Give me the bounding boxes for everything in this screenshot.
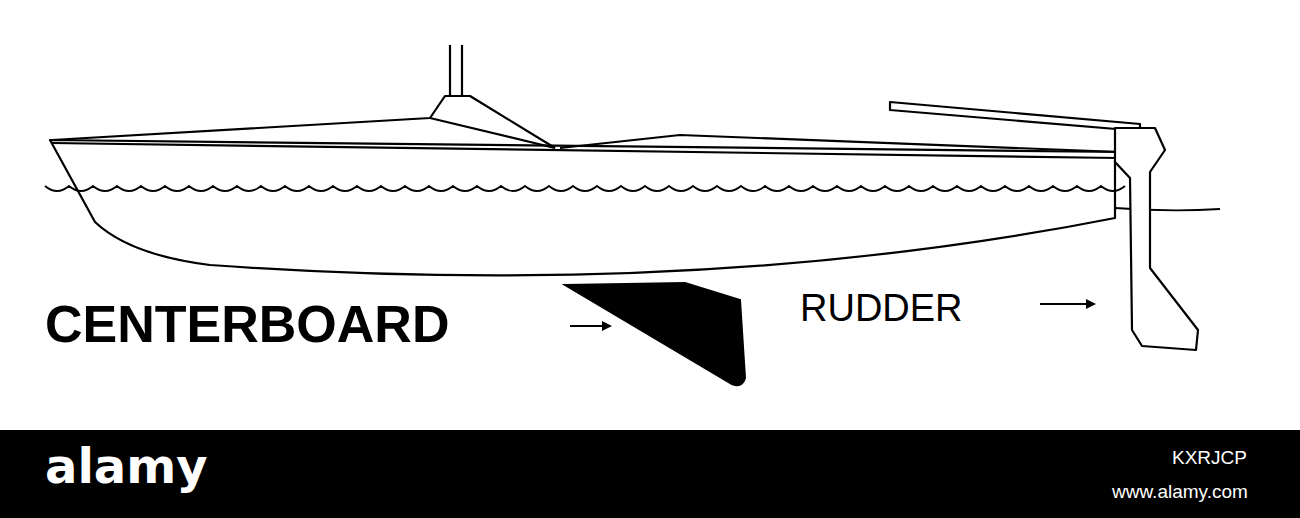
- part-label: RUDDER: [800, 289, 963, 327]
- waterline: [45, 186, 1125, 191]
- hull: [50, 45, 1125, 275]
- part-label: CENTERBOARD: [45, 298, 449, 350]
- watermark-id: KXRJCP: [1172, 448, 1247, 467]
- footer-band: [0, 430, 1300, 518]
- centerboard-shape: [565, 283, 745, 385]
- watermark-logo: alamy: [45, 442, 208, 490]
- watermark-url: www.alamy.com: [1112, 482, 1248, 501]
